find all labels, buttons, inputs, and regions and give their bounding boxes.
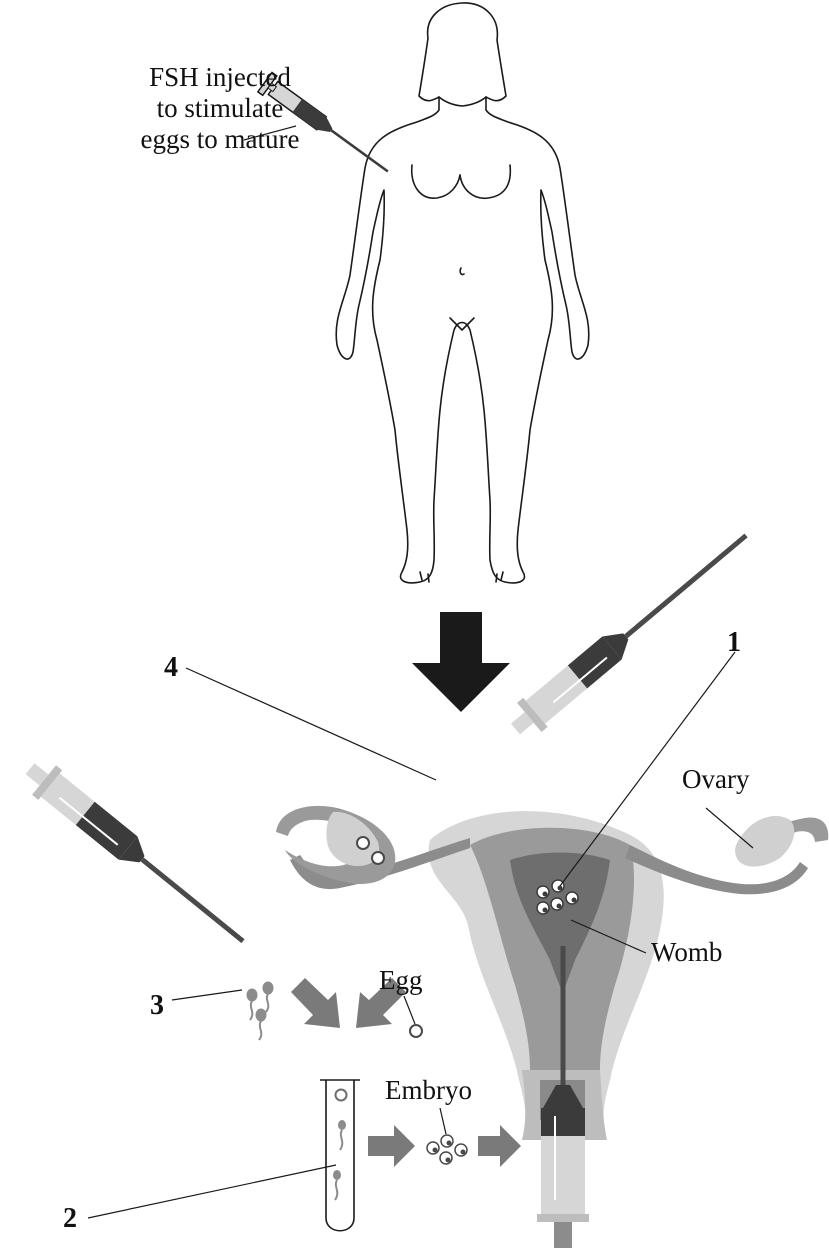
single-egg — [410, 1025, 422, 1037]
arrow-embryo-to-syringe — [478, 1125, 521, 1167]
fsh-label: FSH injected to stimulate eggs to mature — [141, 62, 300, 155]
uterus — [276, 806, 828, 1140]
label-number-4: 4 — [164, 652, 178, 683]
sperm-cluster — [247, 982, 273, 1040]
fsh-label-line1: FSH injected — [141, 62, 300, 93]
embryo-cluster — [427, 1135, 467, 1164]
leader-embryo — [440, 1108, 446, 1134]
down-arrow — [412, 612, 510, 712]
label-number-2: 2 — [63, 1203, 77, 1234]
womb-label: Womb — [651, 937, 722, 968]
test-tube — [320, 1080, 360, 1231]
arrow-sperm-to-tube — [291, 978, 340, 1028]
leader-2 — [88, 1165, 336, 1218]
fsh-label-line2: to stimulate — [141, 93, 300, 124]
leader-4 — [186, 668, 436, 780]
egg-label: Egg — [379, 965, 423, 996]
embryo-label: Embryo — [385, 1075, 472, 1106]
fsh-label-line3: eggs to mature — [141, 124, 300, 155]
woman-outline — [336, 3, 589, 583]
leader-3 — [172, 990, 242, 1000]
label-number-3: 3 — [150, 990, 164, 1021]
label-number-1: 1 — [727, 627, 741, 658]
egg-collection-syringe — [503, 521, 758, 744]
leader-egg — [404, 996, 415, 1024]
ovary-label: Ovary — [682, 764, 749, 795]
sperm-syringe — [18, 754, 255, 956]
leader-ovary — [706, 808, 753, 848]
arrow-tube-to-embryo — [368, 1125, 415, 1167]
